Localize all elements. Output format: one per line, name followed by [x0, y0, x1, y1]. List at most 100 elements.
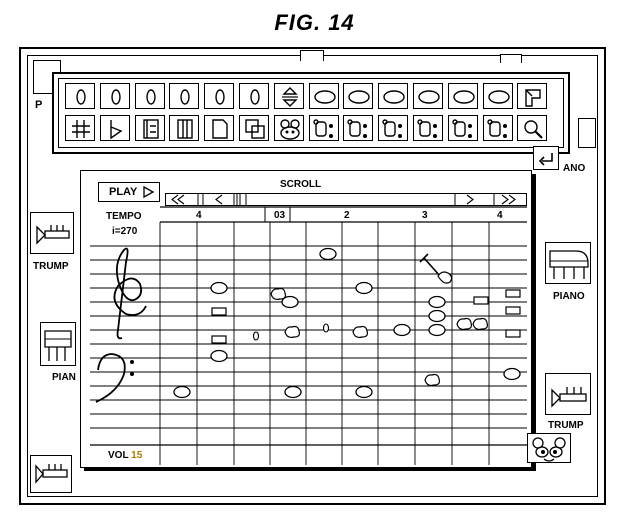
small-note[interactable]: [322, 323, 330, 333]
score-window-shadow-bottom: [84, 468, 536, 471]
vol-value: 15: [131, 450, 143, 461]
piano-right-label: PIANO: [553, 291, 585, 302]
measure-label-4: 3: [422, 210, 428, 221]
note-head[interactable]: [284, 385, 302, 399]
pian-left-label: PIAN: [52, 372, 76, 383]
toolbar-top-button-13[interactable]: [482, 83, 513, 109]
return-button[interactable]: [533, 146, 559, 170]
trump-bottom-left-button[interactable]: [30, 455, 72, 493]
trumpet-icon: [36, 225, 70, 245]
toolbar-bottom-button-4[interactable]: [169, 115, 200, 141]
rest-block[interactable]: [211, 335, 227, 344]
toolbar-top-button-9[interactable]: [343, 83, 374, 109]
toolbar-bottom-button-14[interactable]: [517, 115, 548, 141]
dotted-note-icon: [452, 119, 472, 138]
p-label: P: [35, 99, 43, 111]
play-label: PLAY: [109, 186, 138, 198]
dotted-note-icon: [347, 119, 368, 138]
toolbar-top-button-5[interactable]: [204, 83, 235, 109]
tempo-value[interactable]: i=270: [112, 226, 138, 237]
character-note[interactable]: [456, 317, 473, 331]
note-head[interactable]: [210, 349, 228, 363]
note-head[interactable]: [428, 295, 446, 309]
character-face-icon: [280, 119, 300, 140]
toolbar-top-button-8[interactable]: [308, 83, 339, 109]
trumpet-icon: [35, 464, 68, 484]
character-face-icon: [532, 437, 566, 462]
outer-frame: [19, 47, 606, 505]
toolbar-top-button-12[interactable]: [447, 83, 478, 109]
toolbar-top-button-10[interactable]: [378, 83, 409, 109]
rest-whole-note-icon: [145, 89, 156, 105]
scrollbar[interactable]: [165, 193, 527, 206]
note-head[interactable]: [319, 247, 337, 261]
note-head[interactable]: [393, 323, 411, 337]
toolbar-bottom-button-8[interactable]: [308, 115, 339, 141]
character-note[interactable]: [424, 373, 441, 387]
vol-label: VOL: [108, 450, 129, 461]
frame-tab-2: [500, 54, 522, 63]
toolbar-top-button-1[interactable]: [65, 83, 95, 109]
note-head[interactable]: [173, 385, 191, 399]
character-note[interactable]: [284, 325, 301, 339]
toolbar-bottom-button-13[interactable]: [482, 115, 513, 141]
toolbar-bottom-button-5[interactable]: [204, 115, 235, 141]
toolbar-top-button-3[interactable]: [134, 83, 165, 109]
note-head[interactable]: [428, 309, 446, 323]
toolbar-bottom-button-1[interactable]: [65, 115, 95, 141]
toolbar-bottom-button-3[interactable]: [134, 115, 165, 141]
whole-note-icon: [313, 90, 336, 104]
bass-clef-dot: [130, 360, 134, 364]
small-note[interactable]: [252, 331, 260, 341]
trump-right-label: TRUMP: [548, 420, 584, 431]
rest-block[interactable]: [473, 296, 489, 305]
note-flag-icon: [212, 119, 228, 139]
note-head[interactable]: [210, 281, 228, 295]
piano-right-button[interactable]: [545, 242, 591, 284]
toolbar-bottom-button-11[interactable]: [413, 115, 443, 141]
toolbar-top-button-2[interactable]: [99, 83, 130, 109]
note-head[interactable]: [503, 367, 521, 381]
rest-block[interactable]: [505, 329, 521, 338]
toolbar-side-tab[interactable]: [578, 118, 596, 148]
rest-whole-note-icon: [180, 89, 191, 105]
toolbar-bottom-button-10[interactable]: [378, 115, 409, 141]
character-note[interactable]: [472, 317, 489, 331]
pian-left-button[interactable]: [40, 322, 76, 366]
trump-right-button[interactable]: [545, 373, 591, 415]
toolbar-top-button-4[interactable]: [169, 83, 200, 109]
toolbar-bottom-button-12[interactable]: [447, 115, 478, 141]
toolbar-bottom-button-6[interactable]: [239, 115, 269, 141]
rest-block[interactable]: [505, 289, 521, 298]
hammer-icon: [419, 253, 441, 277]
toolbar-bottom-button-9[interactable]: [343, 115, 374, 141]
piano-icon: [44, 330, 72, 361]
rest-block[interactable]: [505, 306, 521, 315]
character-button[interactable]: [527, 433, 571, 463]
toolbar-top-button-7[interactable]: [273, 83, 304, 109]
note-head[interactable]: [428, 323, 446, 337]
note-head[interactable]: [281, 295, 299, 309]
character-note[interactable]: [352, 325, 369, 339]
play-button[interactable]: PLAY: [98, 182, 160, 202]
vol-block[interactable]: VOL 15: [108, 450, 142, 461]
sharp-icon: [72, 120, 90, 138]
note-head[interactable]: [355, 281, 373, 295]
whole-note-icon: [453, 90, 475, 104]
treble-clef-icon: [113, 247, 147, 340]
ano-label: ANO: [563, 163, 586, 174]
character-note[interactable]: [437, 271, 453, 284]
toolbar-top-button-6[interactable]: [239, 83, 269, 109]
character-note[interactable]: [270, 287, 287, 301]
rest-block[interactable]: [211, 307, 227, 316]
measure-label-1: 4: [196, 210, 202, 221]
toolbar-top-button-11[interactable]: [413, 83, 443, 109]
rest-whole-note-icon: [111, 89, 121, 105]
toolbar-bottom-button-7[interactable]: [273, 115, 304, 141]
trump-left-button[interactable]: [30, 212, 74, 254]
toolbar-bottom-button-2[interactable]: [99, 115, 130, 141]
rest-whole-note-icon: [215, 89, 225, 105]
tempo-up-down-icon: [281, 87, 298, 107]
note-head[interactable]: [355, 385, 373, 399]
toolbar-top-button-14[interactable]: [517, 83, 548, 109]
